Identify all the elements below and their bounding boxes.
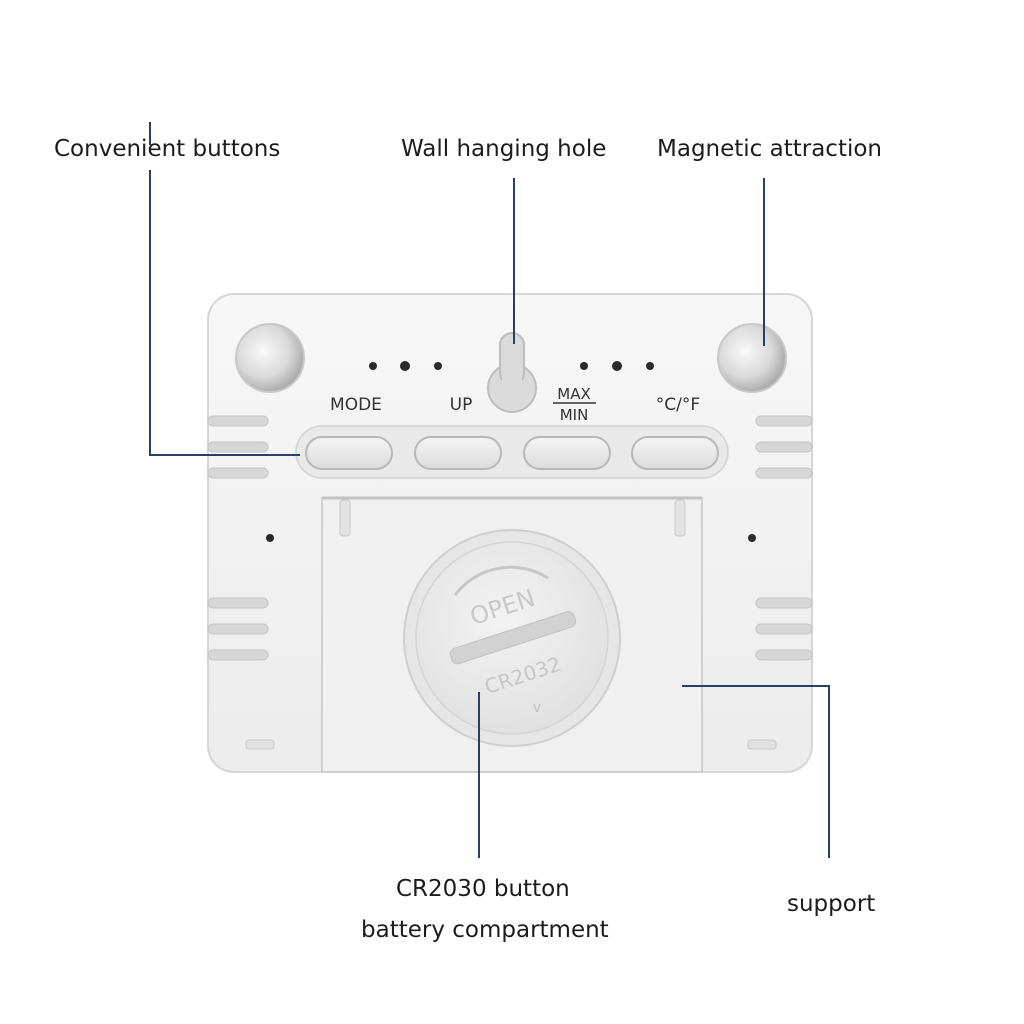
up-button[interactable]	[414, 436, 502, 470]
label-mode: MODE	[330, 395, 382, 415]
right-vents	[755, 415, 813, 661]
callout-wall-hanging-hole: Wall hanging hole	[401, 136, 607, 162]
leader-lines	[149, 122, 830, 858]
battery-grip-bar	[449, 611, 577, 665]
right-foot	[747, 739, 777, 750]
left-screw-hole	[266, 534, 274, 542]
battery-arrow-mark: v	[533, 700, 541, 716]
left-foot	[245, 739, 275, 750]
unit-button[interactable]	[631, 436, 719, 470]
callout-battery-line2: battery compartment	[361, 917, 609, 943]
button-recess	[295, 425, 729, 479]
label-unit: °C/°F	[656, 395, 700, 415]
label-max: MAX	[557, 385, 590, 403]
callout-support: support	[787, 891, 876, 917]
indicator-dots	[369, 361, 654, 371]
left-vents	[207, 415, 269, 661]
leader-support	[682, 685, 830, 858]
callout-convenient-buttons: Convenient buttons	[54, 136, 281, 162]
callout-magnetic-attraction: Magnetic attraction	[657, 136, 883, 162]
right-screw-hole	[748, 534, 756, 542]
mode-button[interactable]	[305, 436, 393, 470]
left-magnet	[235, 323, 305, 393]
max-min-button[interactable]	[523, 436, 611, 470]
callout-battery-line1: CR2030 button	[396, 876, 570, 902]
battery-cover[interactable]: OPEN CR2032 v	[403, 529, 621, 747]
open-arrow-arc	[453, 565, 549, 596]
label-min: MIN	[560, 406, 589, 424]
label-up: UP	[450, 395, 473, 415]
right-magnet	[717, 323, 787, 393]
wall-hanging-hole	[487, 332, 537, 413]
leader-buttons	[149, 170, 300, 456]
